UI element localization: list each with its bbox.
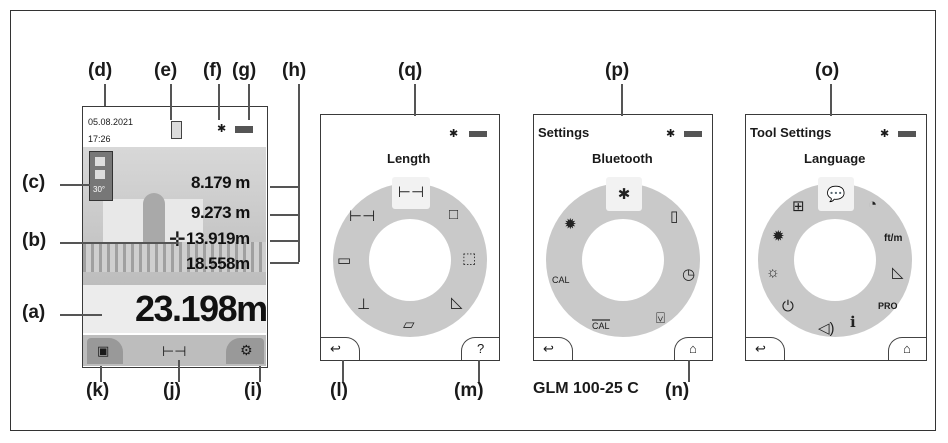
back-button[interactable]: ↩ (321, 337, 360, 360)
reading-1: 8.179 m (191, 173, 250, 192)
callout-g: (g) (232, 60, 257, 81)
help-icon: ? (477, 341, 485, 356)
unit-setting-label[interactable]: ft/m (884, 233, 903, 244)
tool-settings-icon[interactable]: ▯ (670, 208, 679, 225)
indirect-height-icon[interactable]: ⊥ (357, 296, 371, 313)
angle-icon[interactable]: ◺ (451, 294, 463, 311)
clock-icon[interactable]: ◔ (868, 196, 878, 213)
distance-icon[interactable]: ⊢⊣ (349, 208, 376, 225)
home-icon: ⌂ (903, 341, 911, 356)
brightness-low-icon[interactable]: ☼ (766, 264, 780, 281)
time-display: 17:26 (88, 134, 111, 144)
back-button[interactable]: ↩ (534, 337, 573, 360)
display-icon[interactable]: ⊞ (792, 198, 805, 215)
battery-icon (684, 131, 702, 137)
bluetooth-icon: ✱ (666, 128, 676, 140)
area-icon[interactable]: □ (449, 206, 459, 223)
reading-2: 9.273 m (191, 203, 250, 222)
length-mode-icon[interactable]: ⊢⊣ (397, 184, 425, 201)
camera-view (83, 147, 266, 285)
crosshair-icon: ✛ (169, 229, 186, 251)
back-button[interactable]: ↩ (746, 337, 785, 360)
pro-label[interactable]: PRO (878, 301, 898, 311)
home-button[interactable]: ⌂ (888, 337, 926, 360)
battery-icon (235, 126, 253, 133)
callout-h: (h) (282, 60, 307, 81)
length-mode-icon: ⊢⊣ (162, 343, 187, 359)
gear-icon: ⚙ (240, 342, 253, 358)
back-icon: ↩ (330, 341, 341, 356)
battery-icon (469, 131, 487, 137)
battery-icon (898, 131, 916, 137)
mode-label: Length (387, 151, 431, 166)
callout-n: (n) (665, 380, 690, 401)
tilt-angle-value: 30° (93, 185, 106, 194)
wall-area-icon[interactable]: ▱ (403, 316, 415, 333)
selected-function[interactable] (392, 177, 430, 209)
save-icon: ▣ (97, 343, 110, 358)
cal-label-2[interactable]: CAL (592, 319, 610, 331)
function-selection-screen: ✱ Length ⊢⊣ □ ⬚ ◺ ▱ ⊥ ▭ ⊢⊣ ↩ ? (320, 114, 500, 361)
settings-screen: Settings ✱ Bluetooth ✱ ▯ ◷ ⍌ ✹ CAL CAL ↩… (533, 114, 713, 361)
level-icon[interactable]: ⍌ (656, 310, 666, 327)
callout-b: (b) (22, 230, 47, 251)
callout-l: (l) (330, 380, 348, 401)
speech-bubble-icon[interactable]: 💬 (826, 186, 846, 203)
figure-frame (10, 10, 936, 431)
home-icon: ⌂ (689, 341, 697, 356)
power-icon[interactable]: ⏻ (782, 298, 794, 315)
cal-label-1[interactable]: CAL (552, 275, 570, 285)
measurement-screen: 05.08.2021 17:26 ✱ 30° ✛ 8.179 m 9.273 m… (82, 106, 268, 368)
selected-setting-label: Language (804, 151, 866, 166)
bluetooth-icon: ✱ (217, 123, 227, 135)
callout-c: (c) (22, 172, 46, 193)
callout-o: (o) (815, 60, 840, 81)
help-button[interactable]: ? (461, 337, 499, 360)
back-icon: ↩ (543, 341, 554, 356)
settings-button[interactable]: ⚙ (226, 338, 264, 364)
home-button[interactable]: ⌂ (674, 337, 712, 360)
callout-f: (f) (203, 60, 222, 81)
continuous-measurement-icon[interactable]: ▭ (337, 252, 352, 269)
callout-d: (d) (88, 60, 113, 81)
angle-icon[interactable]: ◺ (892, 264, 904, 281)
measuring-function-button[interactable]: ⊢⊣ (159, 341, 189, 361)
callout-e: (e) (154, 60, 178, 81)
callout-q: (q) (398, 60, 423, 81)
tool-settings-screen: Tool Settings ✱ Language 💬 ◔ ft/m ◺ PRO … (745, 114, 927, 361)
display-settings-icon[interactable]: ✹ (564, 216, 577, 233)
brightness-high-icon[interactable]: ✹ (772, 228, 785, 245)
screen-header: Settings (538, 125, 590, 140)
bluetooth-icon: ✱ (880, 128, 890, 140)
callout-m: (m) (454, 380, 484, 401)
bluetooth-icon: ✱ (449, 128, 459, 140)
reading-3: 13.919m (186, 229, 250, 248)
laser-indicator-icon (171, 121, 182, 139)
main-result-value: 23.198m (135, 288, 267, 329)
volume-icon[interactable]: ⬚ (462, 250, 477, 267)
callout-i: (i) (244, 380, 262, 401)
callout-p: (p) (605, 60, 630, 81)
save-button[interactable]: ▣ (87, 338, 123, 364)
volume-icon[interactable]: ◁) (818, 320, 835, 337)
selected-setting[interactable] (818, 177, 854, 211)
screen-header: Tool Settings (750, 125, 832, 140)
main-result-area (83, 285, 266, 333)
callout-k: (k) (86, 380, 110, 401)
tilt-indicator (89, 151, 113, 201)
callout-a: (a) (22, 302, 46, 323)
model-label: GLM 100-25 C (533, 380, 639, 397)
callout-j: (j) (163, 380, 181, 401)
bluetooth-setting-icon[interactable]: ✱ (617, 186, 631, 203)
selected-setting-label: Bluetooth (592, 151, 653, 166)
reading-4: 18.558m (186, 254, 250, 273)
back-icon: ↩ (755, 341, 766, 356)
timer-icon[interactable]: ◷ (682, 266, 696, 283)
info-icon[interactable]: ℹ (850, 314, 856, 331)
selected-setting[interactable] (606, 177, 642, 211)
date-display: 05.08.2021 (88, 117, 134, 127)
